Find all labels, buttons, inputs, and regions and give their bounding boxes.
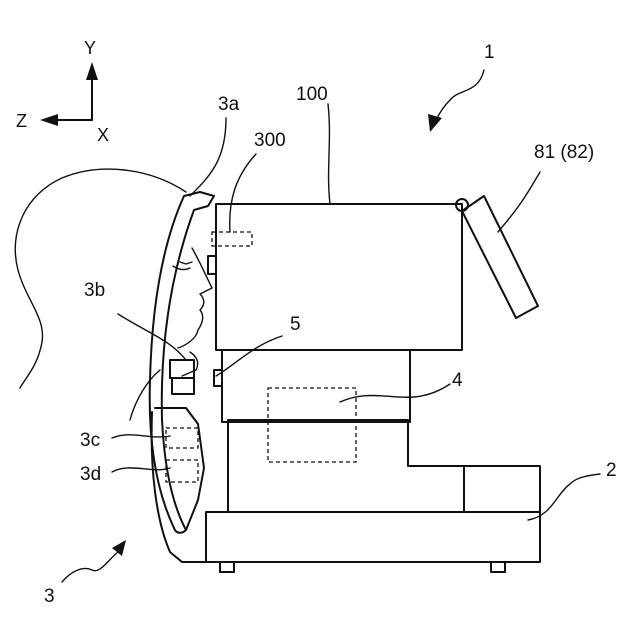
subject-head bbox=[15, 169, 212, 420]
label-sensor: 300 bbox=[254, 130, 286, 151]
coordinate-axes: Y Z X bbox=[16, 38, 109, 145]
x-axis-label: X bbox=[97, 125, 109, 145]
label-part-3d: 3d bbox=[80, 464, 101, 485]
reference-labels: 1 100 3a 300 81 (82) 3b 5 4 3c 3d 2 3 bbox=[44, 42, 617, 607]
label-base: 2 bbox=[606, 460, 617, 481]
y-axis-arrow-icon bbox=[86, 62, 98, 80]
leader-lines bbox=[62, 70, 600, 582]
sensor-box bbox=[212, 232, 252, 246]
label-panel: 81 (82) bbox=[534, 142, 594, 163]
label-drive-unit: 4 bbox=[452, 370, 463, 391]
face-support-frame bbox=[150, 192, 214, 562]
part-3c-box bbox=[166, 428, 198, 448]
arrow-1-icon bbox=[428, 114, 442, 132]
hinged-panel bbox=[456, 196, 538, 318]
label-forehead-rest: 3a bbox=[218, 94, 240, 115]
base-unit bbox=[206, 420, 540, 572]
label-chin-rest: 3b bbox=[84, 280, 105, 301]
label-window: 5 bbox=[290, 314, 301, 335]
label-face-support: 3 bbox=[44, 586, 55, 607]
label-measurement-head: 100 bbox=[296, 84, 328, 105]
drive-unit-box bbox=[268, 388, 356, 462]
z-axis-arrow-icon bbox=[40, 114, 58, 126]
head-housing bbox=[216, 204, 462, 350]
head-lens bbox=[208, 256, 216, 274]
part-3d-box bbox=[166, 460, 198, 482]
y-axis-label: Y bbox=[84, 38, 96, 58]
label-part-3c: 3c bbox=[80, 430, 100, 451]
arrow-3-icon bbox=[112, 540, 126, 556]
label-device: 1 bbox=[484, 42, 495, 63]
z-axis-label: Z bbox=[16, 111, 27, 131]
measurement-head bbox=[208, 204, 462, 462]
middle-housing bbox=[222, 350, 410, 422]
